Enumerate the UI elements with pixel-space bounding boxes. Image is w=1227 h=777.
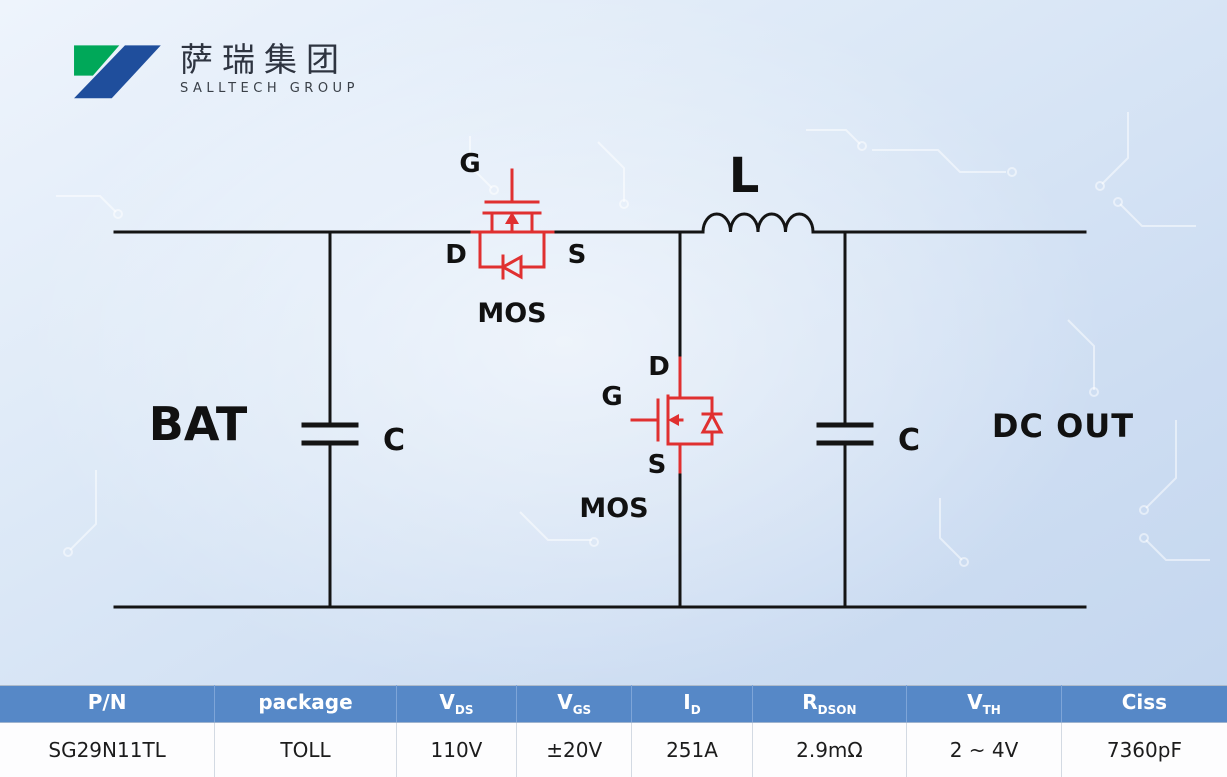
- cap-left-label: C: [383, 423, 405, 458]
- cap-right-label: C: [898, 423, 920, 458]
- circuit-wires: [113, 212, 1087, 609]
- spec-cell-rdson: 2.9mΩ: [752, 722, 908, 777]
- logo-mark-blue-shape: [74, 45, 161, 99]
- spec-header-id: ID: [631, 685, 753, 723]
- logo-chinese-name: 萨瑞集团: [180, 39, 348, 79]
- spec-header-ciss: Ciss: [1061, 685, 1227, 723]
- dc-out-label: DC OUT: [992, 407, 1134, 445]
- spec-cell-vgs: ±20V: [516, 722, 633, 777]
- spec-table: P/N package VDS VGS ID RDSON VTH Ciss SG…: [0, 684, 1227, 777]
- spec-header-vgs: VGS: [516, 685, 633, 723]
- mos-bottom-drain-label: D: [648, 352, 670, 382]
- logo-mark: [74, 45, 161, 99]
- spec-cell-vth: 2 ~ 4V: [906, 722, 1062, 777]
- spec-header-row: P/N package VDS VGS ID RDSON VTH Ciss: [0, 685, 1227, 723]
- spec-cell-ciss: 7360pF: [1061, 722, 1227, 777]
- mos-top-name-label: MOS: [477, 298, 546, 329]
- spec-header-pn: P/N: [0, 685, 216, 723]
- mos-bottom-source-label: S: [648, 450, 667, 480]
- spec-header-vds: VDS: [396, 685, 518, 723]
- circuit-labels: BAT DC OUT L C C G D S MOS D G S MOS: [149, 148, 1134, 524]
- logo-text: 萨瑞集团 SALLTECH GROUP: [180, 39, 359, 97]
- high-side-mosfet-symbol: [470, 168, 555, 280]
- spec-cell-vds: 110V: [396, 722, 518, 777]
- mos-bottom-name-label: MOS: [579, 493, 648, 524]
- bat-label: BAT: [149, 397, 248, 451]
- spec-cell-id: 251A: [631, 722, 753, 777]
- spec-header-vth: VTH: [906, 685, 1062, 723]
- low-side-mosfet-symbol: [630, 356, 724, 474]
- pcb-traces-decoration: [56, 112, 1210, 567]
- mos-bottom-gate-label: G: [601, 382, 622, 412]
- logo-english-name: SALLTECH GROUP: [180, 81, 359, 97]
- spec-data-row: SG29N11TL TOLL 110V ±20V 251A 2.9mΩ 2 ~ …: [0, 722, 1227, 777]
- company-logo: 萨瑞集团 SALLTECH GROUP: [66, 36, 359, 102]
- mos-top-source-label: S: [568, 240, 587, 270]
- mos-top-drain-label: D: [445, 240, 467, 270]
- inductor-label: L: [729, 148, 760, 204]
- spec-header-rdson: RDSON: [752, 685, 908, 723]
- spec-cell-package: TOLL: [214, 722, 397, 777]
- mos-top-gate-label: G: [459, 149, 480, 179]
- spec-header-package: package: [214, 685, 397, 723]
- inductor-symbol: [701, 212, 815, 234]
- spec-cell-pn: SG29N11TL: [0, 722, 216, 777]
- logo-mark-green-shape: [74, 45, 120, 76]
